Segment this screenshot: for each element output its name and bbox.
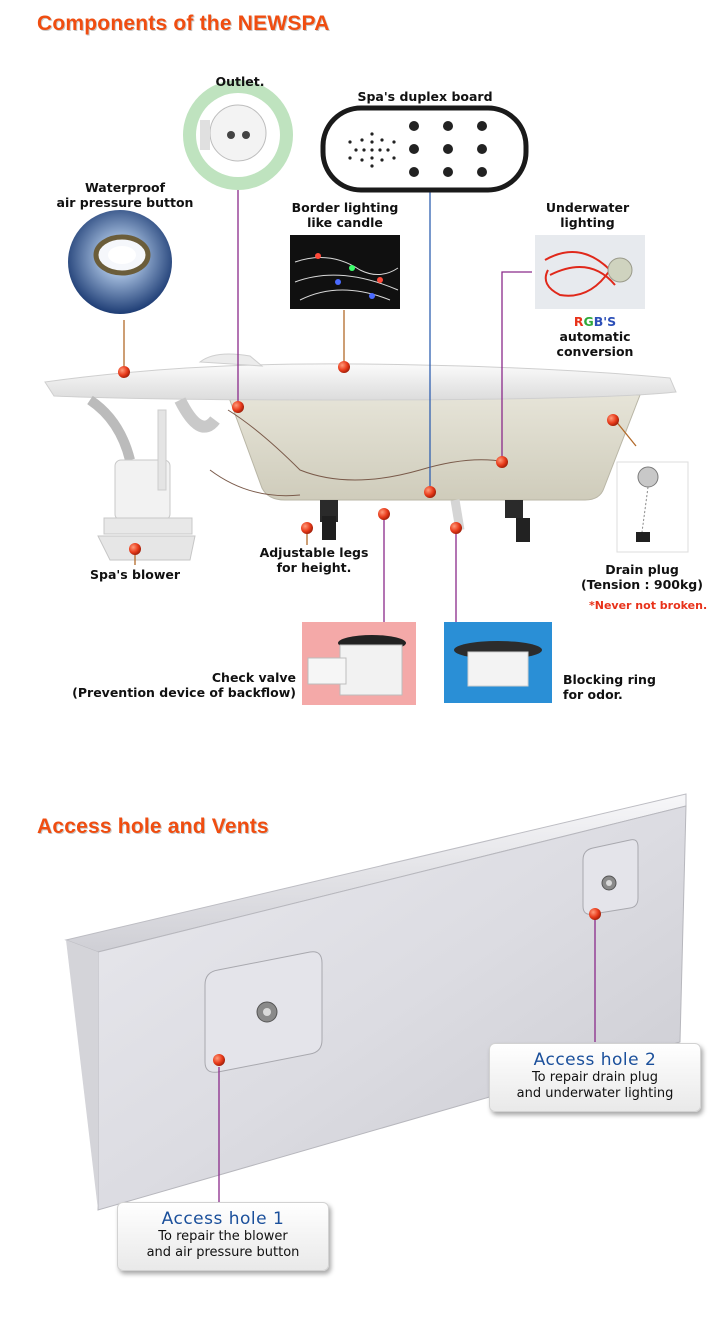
underwater-lighting-photo — [535, 235, 645, 309]
check-valve-photo — [302, 622, 416, 705]
access-hole-2-line1: To repair drain plug — [531, 1070, 659, 1085]
label-drain-line2: (Tension : 900kg) — [581, 577, 703, 592]
label-drain-line1: Drain plug — [605, 562, 679, 577]
label-drain-plug: Drain plug (Tension : 900kg) — [578, 562, 706, 592]
label-blocking-ring: Blocking ring for odor. — [563, 672, 656, 702]
label-blower: Spa's blower — [90, 567, 181, 582]
label-conversion: conversion — [556, 344, 634, 359]
marker-dots — [118, 361, 619, 555]
label-border-lighting: Border lighting like candle — [280, 200, 410, 230]
label-underwater-line1: Underwater — [545, 200, 630, 215]
blocking-ring-photo — [444, 622, 552, 703]
blower-assembly — [87, 395, 506, 561]
rgb-g: G — [583, 314, 594, 329]
label-check-line2: (Prevention device of backflow) — [72, 685, 296, 700]
access-panel-diagram — [64, 793, 687, 1211]
label-border-line1: Border lighting — [291, 200, 399, 215]
access-hole-2-line2: and underwater lighting — [516, 1086, 674, 1101]
label-ring-line1: Blocking ring — [563, 672, 656, 687]
waterproof-button-photo — [68, 210, 172, 314]
label-waterproof-button: Waterproof air pressure button — [40, 180, 210, 210]
border-lighting-photo — [290, 235, 400, 309]
rgb-rest: 'S — [603, 314, 617, 329]
callout-access-hole-2: Access hole 2 To repair drain plug and u… — [489, 1043, 701, 1112]
label-waterproof-line1: Waterproof — [84, 180, 166, 195]
section-title-components: Components of the NEWSPA — [37, 12, 330, 35]
label-waterproof-line2: air pressure button — [56, 195, 194, 210]
drain-plug-photo — [616, 461, 689, 553]
label-legs-line2: for height. — [276, 560, 352, 575]
label-check-line1: Check valve — [211, 670, 296, 685]
bathtub-diagram — [44, 80, 689, 705]
outlet-photo — [183, 80, 293, 190]
callout-access-hole-1: Access hole 1 To repair the blower and a… — [117, 1202, 329, 1271]
access-hole-1-plate — [204, 951, 323, 1073]
label-automatic: automatic — [559, 329, 631, 344]
drain-note: *Never not broken. — [589, 599, 708, 612]
label-ring-line2: for odor. — [563, 687, 623, 702]
label-adjustable-legs: Adjustable legs for height. — [250, 545, 378, 575]
label-border-line2: like candle — [307, 215, 383, 230]
leader-lines — [123, 185, 637, 622]
section-title-access: Access hole and Vents — [37, 815, 269, 838]
access-hole-1-line1: To repair the blower — [158, 1229, 288, 1244]
rgb-r: R — [573, 314, 584, 329]
label-rgb: RGB'S — [540, 314, 650, 329]
label-underwater-lighting: Underwater lighting — [530, 200, 645, 230]
access-hole-1-title: Access hole 1 — [161, 1209, 285, 1229]
access-hole-2-plate — [582, 839, 639, 915]
label-legs-line1: Adjustable legs — [259, 545, 369, 560]
label-check-valve: Check valve (Prevention device of backfl… — [40, 670, 296, 700]
label-rgb-conversion: RGB'S automatic conversion — [540, 314, 650, 359]
label-underwater-line2: lighting — [560, 215, 615, 230]
access-hole-2-title: Access hole 2 — [533, 1050, 657, 1070]
duplex-board-photo — [320, 105, 529, 193]
access-hole-1-line2: and air pressure button — [146, 1245, 300, 1260]
label-outlet: Outlet. — [215, 74, 265, 89]
rgb-b: B — [593, 314, 604, 329]
label-duplex-board: Spa's duplex board — [357, 89, 493, 104]
bathtub-body — [44, 353, 677, 542]
